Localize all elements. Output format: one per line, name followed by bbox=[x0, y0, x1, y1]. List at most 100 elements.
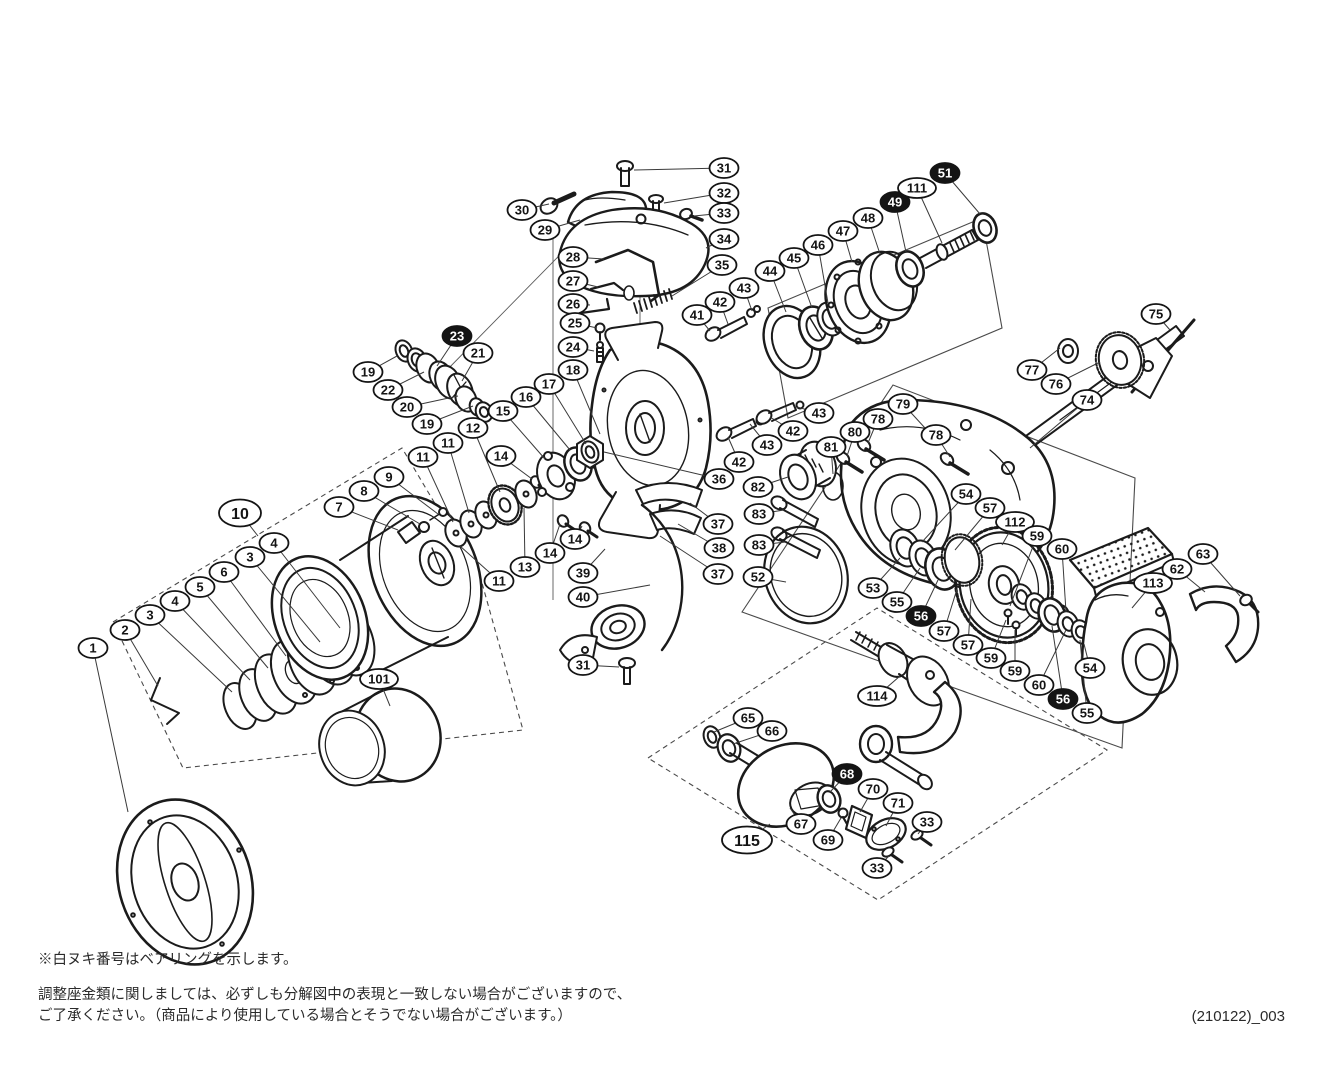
callout-bubble bbox=[743, 503, 775, 525]
disclaimer-line-1: 調整座金類に関しましては、必ずしも分解図中の表現と一致しない場合がございますので… bbox=[38, 987, 632, 1003]
callout-number: 56 bbox=[914, 609, 928, 624]
callout-number: 19 bbox=[420, 417, 434, 432]
bail-wire-assembly bbox=[559, 503, 684, 685]
callout-25: 25 bbox=[559, 312, 598, 334]
callout-111: 111 bbox=[897, 177, 943, 244]
callout-19: 19 bbox=[411, 405, 474, 435]
callout-number: 30 bbox=[515, 203, 529, 218]
callout-43: 43 bbox=[728, 277, 760, 312]
callout-76: 76 bbox=[1040, 361, 1101, 395]
callout-16: 16 bbox=[510, 386, 571, 451]
callout-number: 44 bbox=[763, 264, 778, 279]
callout-number: 11 bbox=[441, 436, 455, 451]
callout-bubble bbox=[742, 476, 774, 498]
callout-number: 57 bbox=[983, 501, 997, 516]
footnotes: ※白ヌキ番号はベアリングを示します。 調整座金類に関しましては、必ずしも分解図中… bbox=[38, 950, 631, 1027]
callout-5: 5 bbox=[184, 576, 269, 669]
drag-shaft-assembly bbox=[762, 212, 998, 380]
callout-bubble bbox=[882, 792, 914, 814]
callout-bubble bbox=[109, 619, 141, 641]
callout-bubble bbox=[756, 720, 788, 742]
callout-4: 4 bbox=[258, 532, 341, 629]
callout-1: 1 bbox=[77, 637, 129, 813]
callout-number: 43 bbox=[812, 406, 826, 421]
callout-number: 33 bbox=[920, 815, 934, 830]
document-number: (210122)_003 bbox=[1191, 1008, 1285, 1025]
callout-number: 43 bbox=[737, 281, 751, 296]
callout-bubble bbox=[857, 577, 889, 599]
callout-number: 10 bbox=[231, 506, 249, 523]
callout-bubble bbox=[372, 379, 404, 401]
callout-number: 34 bbox=[717, 232, 732, 247]
callout-number: 47 bbox=[836, 224, 850, 239]
callout-number: 11 bbox=[416, 450, 430, 465]
callout-42: 42 bbox=[723, 436, 755, 473]
callout-number: 83 bbox=[752, 538, 766, 553]
callout-number: 37 bbox=[711, 517, 725, 532]
callout-bubble bbox=[1074, 657, 1106, 679]
callout-28: 28 bbox=[557, 246, 605, 268]
spool-group-box bbox=[112, 447, 524, 769]
callout-bubble bbox=[812, 829, 844, 851]
callout-number: 59 bbox=[1030, 529, 1044, 544]
callout-bubble bbox=[839, 421, 871, 443]
callout-bubble bbox=[721, 825, 773, 855]
callout-38: 38 bbox=[677, 523, 735, 559]
bearing-callout-bubble bbox=[929, 162, 961, 184]
bearing-callout-bubble bbox=[905, 605, 937, 627]
callout-bubble bbox=[1140, 303, 1172, 325]
callout-68: 68 bbox=[829, 763, 863, 793]
callout-49: 49 bbox=[879, 191, 911, 253]
callout-101: 101 bbox=[359, 668, 399, 707]
callout-number: 41 bbox=[690, 308, 704, 323]
callout-bubble bbox=[557, 270, 589, 292]
callout-number: 42 bbox=[732, 455, 746, 470]
drag-spring-part bbox=[150, 677, 180, 725]
callout-number: 36 bbox=[712, 472, 726, 487]
callout-43: 43 bbox=[796, 402, 835, 424]
callout-11: 11 bbox=[432, 432, 470, 514]
bearing-callout-bubble bbox=[831, 763, 863, 785]
callout-number: 38 bbox=[712, 541, 726, 556]
callout-number: 42 bbox=[713, 295, 727, 310]
callout-number: 17 bbox=[542, 377, 556, 392]
callout-number: 81 bbox=[824, 440, 838, 455]
callout-number: 112 bbox=[1005, 515, 1026, 530]
callout-bubble bbox=[432, 432, 464, 454]
callout-bubble bbox=[803, 402, 835, 424]
callout-bubble bbox=[234, 546, 266, 568]
callout-number: 83 bbox=[752, 507, 766, 522]
callout-bubble bbox=[708, 157, 740, 179]
callout-number: 54 bbox=[959, 487, 974, 502]
callout-7: 7 bbox=[323, 496, 399, 531]
callout-bubble bbox=[352, 361, 384, 383]
callout-bubble bbox=[407, 446, 439, 468]
bail-arm-parts bbox=[635, 482, 703, 535]
callout-number: 59 bbox=[1008, 664, 1022, 679]
callout-bubble bbox=[928, 620, 960, 642]
callout-bubble bbox=[975, 647, 1007, 669]
callout-3: 3 bbox=[234, 546, 321, 643]
callout-19: 19 bbox=[352, 355, 398, 383]
coil-spring-part bbox=[633, 288, 673, 314]
callout-number: 55 bbox=[890, 595, 904, 610]
callout-115: 115 bbox=[721, 823, 773, 855]
callout-bubble bbox=[559, 528, 591, 550]
callout-bubble bbox=[897, 177, 937, 199]
callout-6: 6 bbox=[208, 561, 287, 657]
stem-cap-assembly bbox=[539, 160, 710, 363]
callout-number: 3 bbox=[246, 550, 253, 565]
disclaimer-line-2: ご了承ください。（商品により使用している場合とそうでない場合がございます。） bbox=[38, 1008, 572, 1024]
callout-62: 62 bbox=[1161, 558, 1206, 593]
callout-63: 63 bbox=[1187, 543, 1241, 597]
callout-22: 22 bbox=[372, 371, 425, 401]
callout-bubble bbox=[754, 260, 786, 282]
callout-number: 60 bbox=[1032, 678, 1046, 693]
callout-bubble bbox=[559, 312, 591, 334]
callout-59: 59 bbox=[1009, 525, 1053, 607]
callout-33: 33 bbox=[693, 202, 740, 224]
callout-46: 46 bbox=[802, 234, 834, 304]
callout-59: 59 bbox=[999, 630, 1031, 682]
callout-37: 37 bbox=[689, 502, 734, 535]
callout-31: 31 bbox=[567, 654, 620, 676]
